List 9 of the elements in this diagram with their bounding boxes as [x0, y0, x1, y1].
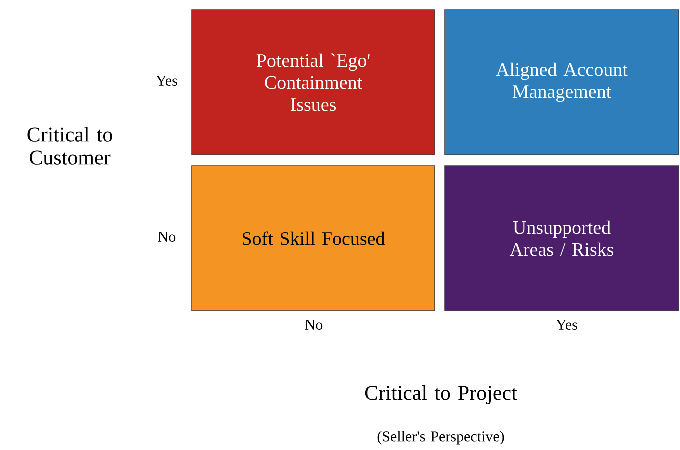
axis-value-label: Yes: [156, 76, 178, 86]
quadrant-box: Unsupported Areas / Risks: [444, 166, 680, 312]
axis-title: Critical to Customer: [28, 127, 112, 165]
axis-title: Critical to Project: [365, 385, 518, 405]
quadrant-box: Soft Skill Focused: [192, 166, 436, 312]
quadrant-box: Potential `Ego' Containment Issues: [192, 10, 436, 156]
axis-subtitle: (Seller's Perspective): [378, 431, 504, 445]
quadrant-box: Aligned Account Management: [444, 10, 680, 156]
axis-value-label: No: [158, 232, 176, 242]
